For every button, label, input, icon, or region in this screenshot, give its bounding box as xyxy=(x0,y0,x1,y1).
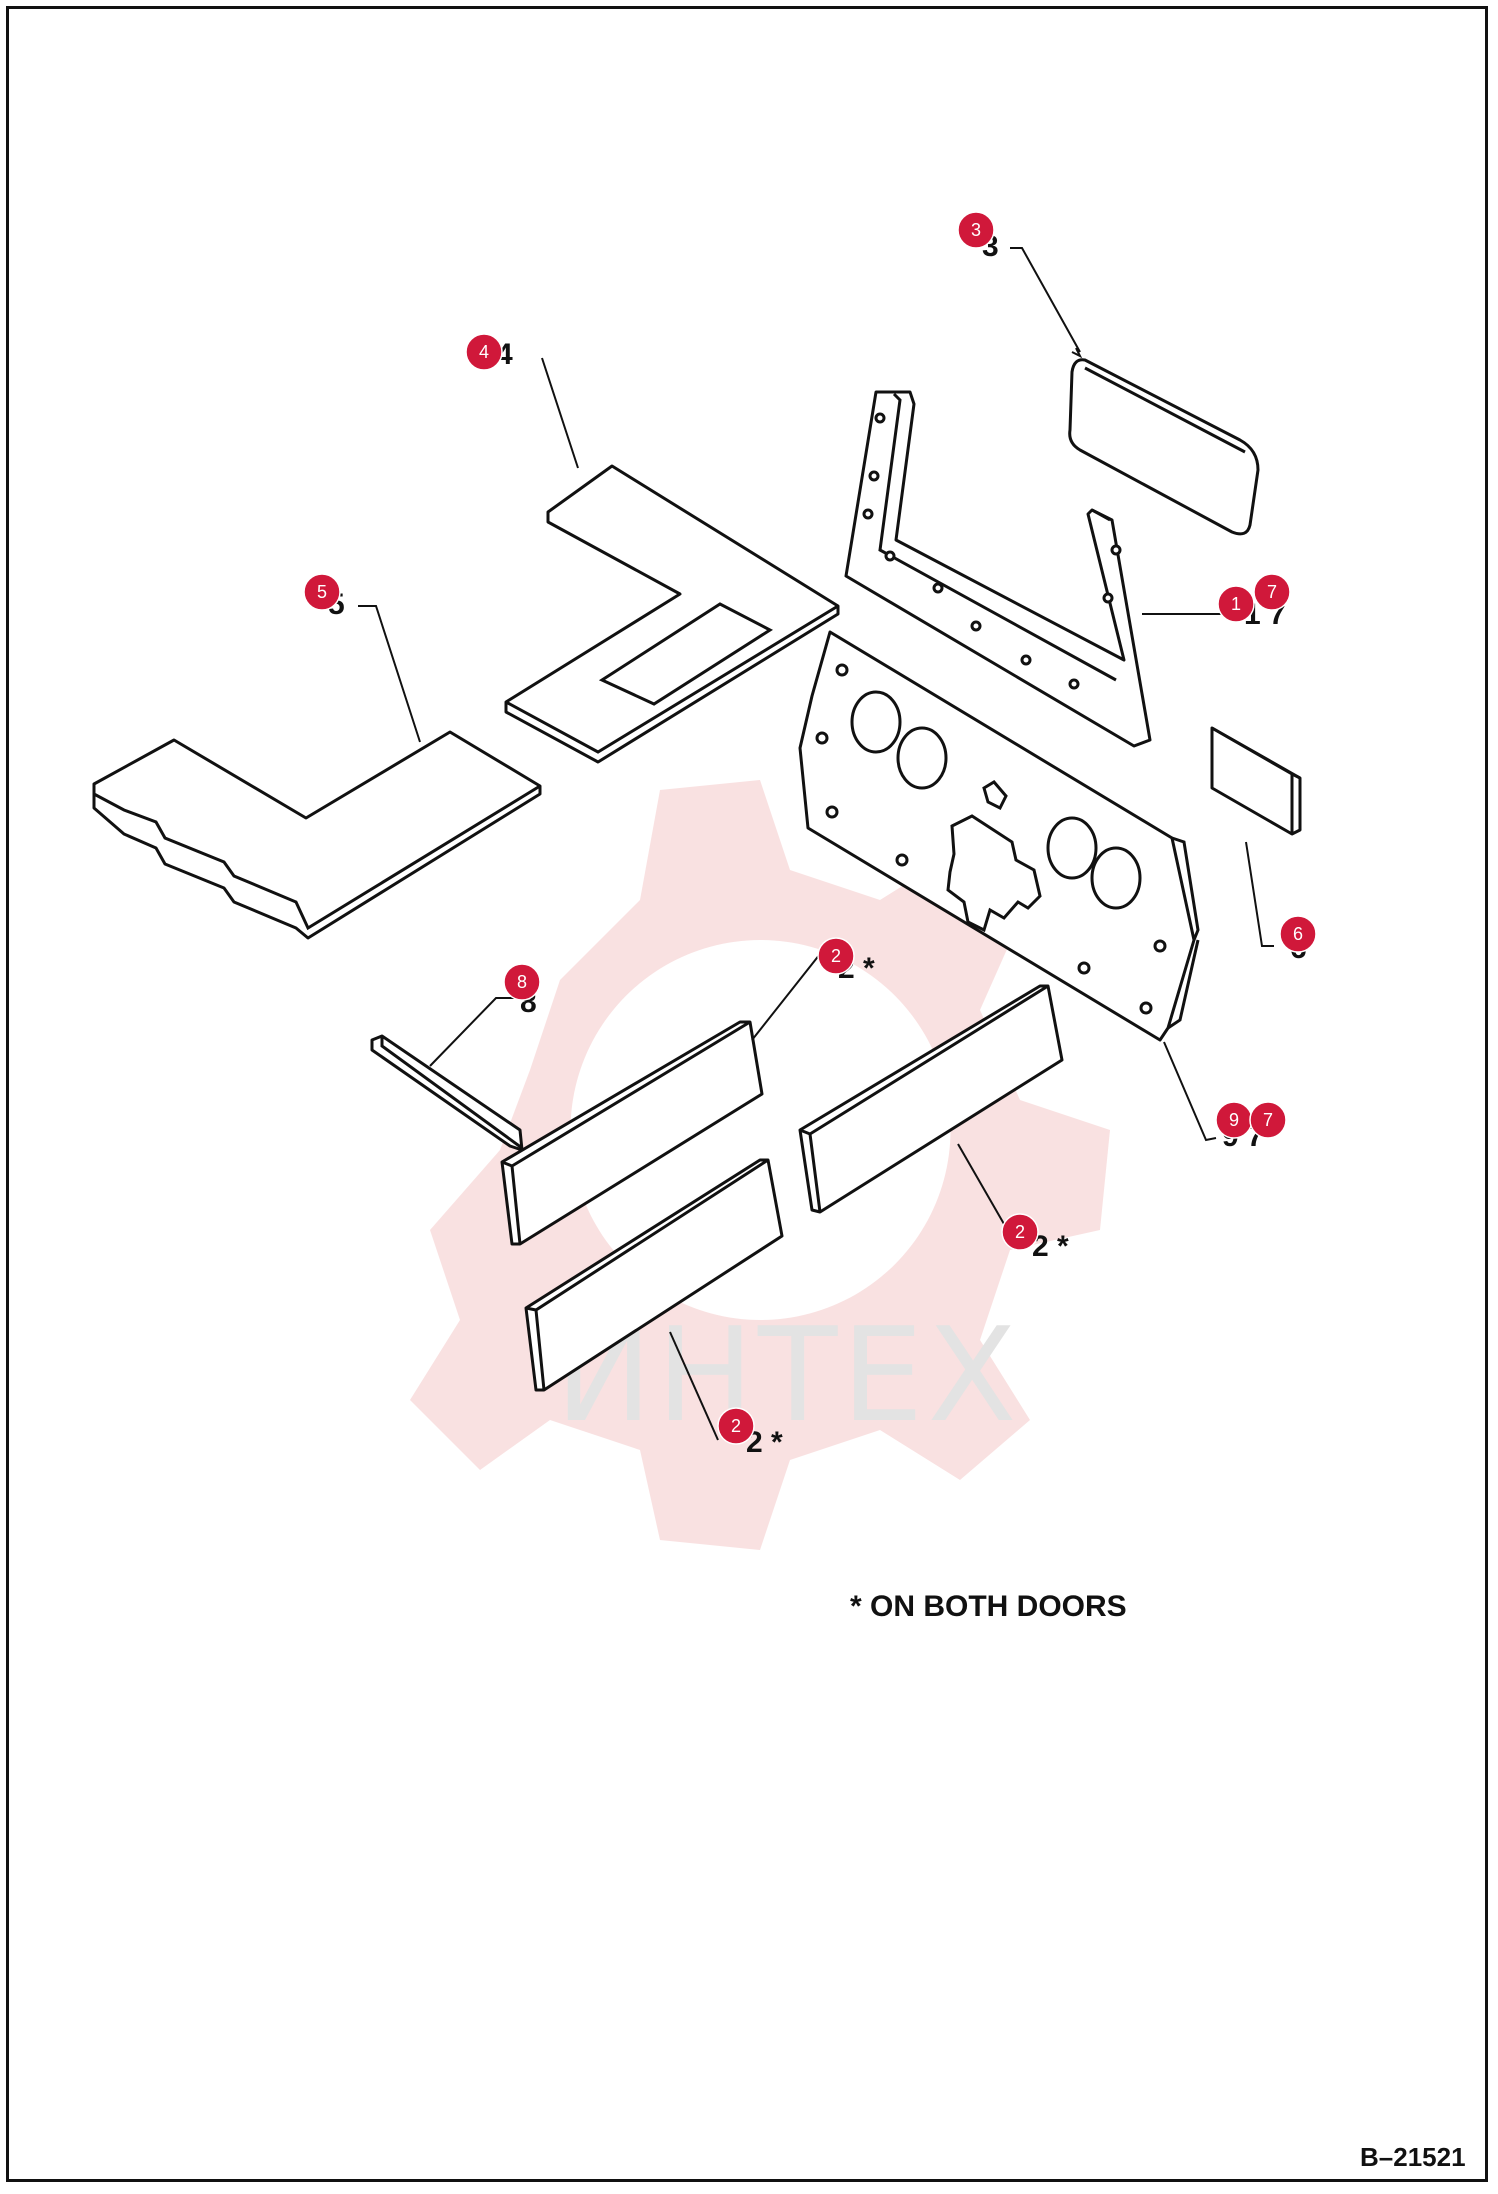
leader-6 xyxy=(1245,841,1274,947)
callout-3[interactable]: 3 3 xyxy=(957,211,999,263)
leader-2b xyxy=(957,1143,1005,1225)
part-8-strip xyxy=(370,1034,524,1152)
leader-3-arrow xyxy=(1071,347,1083,359)
callout-2-c-badge: 2 xyxy=(717,1407,755,1445)
svg-text:4: 4 xyxy=(479,342,489,362)
svg-text:2: 2 xyxy=(1015,1222,1025,1242)
callout-7-badge: 7 xyxy=(1253,573,1291,611)
svg-text:7: 7 xyxy=(1263,1110,1273,1130)
leader-5 xyxy=(358,605,421,743)
svg-text:9: 9 xyxy=(1229,1110,1239,1130)
note-on-both-doors: * ON BOTH DOORS xyxy=(850,1590,1127,1623)
svg-text:2: 2 xyxy=(731,1416,741,1436)
part-6-block xyxy=(1210,726,1302,836)
part-4-pad xyxy=(504,464,840,764)
svg-text:6: 6 xyxy=(1293,924,1303,944)
part-2-strip-b xyxy=(798,984,1064,1214)
part-3-panel xyxy=(1068,358,1260,536)
callout-9-badge: 9 xyxy=(1215,1101,1253,1139)
callout-4-badge: 4 xyxy=(465,333,503,371)
part-9-dash-plate xyxy=(798,630,1200,1042)
callout-7b-badge: 7 xyxy=(1249,1101,1287,1139)
callout-4[interactable]: 4 4 xyxy=(465,333,513,371)
part-2-strip-c xyxy=(524,1158,784,1392)
callout-8-badge: 8 xyxy=(503,963,541,1001)
leader-4 xyxy=(541,357,579,469)
part-2-strip-a xyxy=(500,1020,764,1246)
callout-1-badge: 1 xyxy=(1217,585,1255,623)
callout-9-7[interactable]: 9 7 9 7 xyxy=(1215,1101,1287,1153)
callout-6-badge: 6 xyxy=(1279,915,1317,953)
callout-3-badge: 3 xyxy=(957,211,995,249)
svg-text:1: 1 xyxy=(1231,594,1241,614)
leader-lines xyxy=(358,247,1274,1441)
callout-2-a-badge: 2 xyxy=(817,937,855,975)
part-5-pad xyxy=(92,730,542,940)
leader-8 xyxy=(429,997,516,1067)
callout-2-b[interactable]: 2 * 2 xyxy=(1001,1213,1069,1263)
callout-2-a[interactable]: 2 * 2 xyxy=(817,937,875,985)
svg-text:8: 8 xyxy=(517,972,527,992)
leader-2c xyxy=(669,1331,719,1441)
svg-text:2: 2 xyxy=(831,946,841,966)
callout-6[interactable]: 6 6 xyxy=(1279,915,1317,965)
callout-5-badge: 5 xyxy=(303,573,341,611)
callout-5[interactable]: 5 5 xyxy=(303,573,345,621)
drawing-code: B–21521 xyxy=(1360,2142,1466,2172)
callout-2-c[interactable]: 2 * 2 xyxy=(717,1407,783,1459)
callout-2-b-badge: 2 xyxy=(1001,1213,1039,1251)
svg-text:5: 5 xyxy=(317,582,327,602)
callout-8[interactable]: 8 8 xyxy=(503,963,541,1019)
leader-2a xyxy=(751,953,832,1041)
drawing-frame xyxy=(6,6,1488,2182)
callout-1-7[interactable]: 1 7 1 7 xyxy=(1217,573,1291,631)
leader-9 xyxy=(1163,1041,1217,1142)
leader-3 xyxy=(1010,247,1081,353)
svg-text:7: 7 xyxy=(1267,582,1277,602)
part-1-frame xyxy=(844,390,1152,748)
svg-text:3: 3 xyxy=(971,220,981,240)
